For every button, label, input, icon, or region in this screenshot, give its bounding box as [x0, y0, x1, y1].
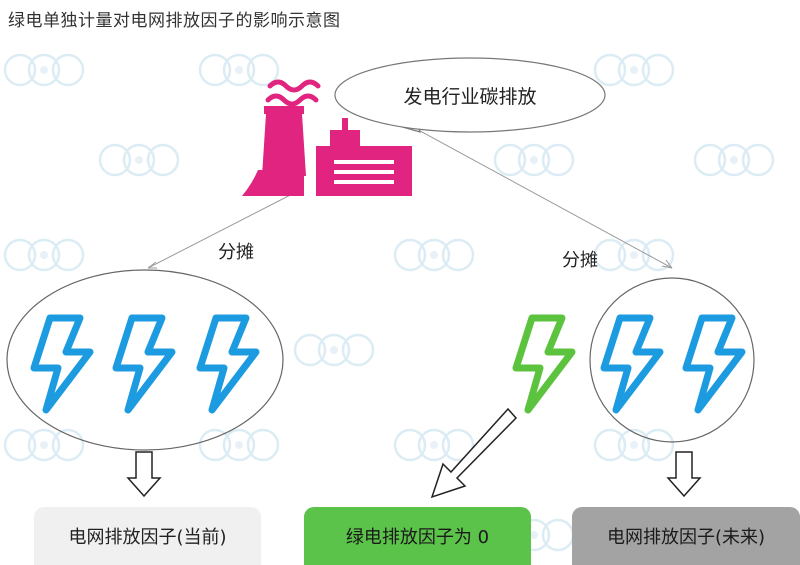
bubble-text: 发电行业碳排放	[403, 86, 537, 108]
diagonal-arrow-icon	[430, 407, 518, 499]
box-right-label: 电网排放因子(未来)	[606, 527, 766, 548]
box-middle-label: 绿电排放因子为 0	[345, 527, 490, 548]
split-lines	[147, 119, 673, 269]
lightning-bolt-icon	[34, 318, 90, 410]
lightning-bolt-icon	[200, 318, 256, 410]
lightning-bolt-icon	[604, 318, 660, 410]
box-left-label: 电网排放因子(当前)	[68, 527, 227, 548]
split-label-right: 分摊	[562, 250, 598, 271]
future-grid-factor-box: 电网排放因子(未来)	[572, 507, 800, 565]
page-title: 绿电单独计量对电网排放因子的影响示意图	[8, 11, 341, 31]
current-grid-factor-box: 电网排放因子(当前)	[34, 507, 261, 565]
green-power-factor-box: 绿电排放因子为 0	[304, 507, 531, 565]
down-arrow-icon	[666, 451, 702, 498]
lightning-bolt-icon	[116, 318, 172, 410]
down-arrow-icon	[126, 451, 162, 498]
speech-bubble	[334, 57, 606, 133]
left-group-ellipse	[6, 269, 284, 451]
split-label-left: 分摊	[218, 242, 254, 263]
lightning-bolt-icon	[516, 318, 572, 410]
right-group-circle	[589, 277, 755, 443]
lightning-bolt-icon	[686, 318, 742, 410]
watermark-logo	[3, 53, 775, 552]
factory-icon	[242, 79, 412, 196]
